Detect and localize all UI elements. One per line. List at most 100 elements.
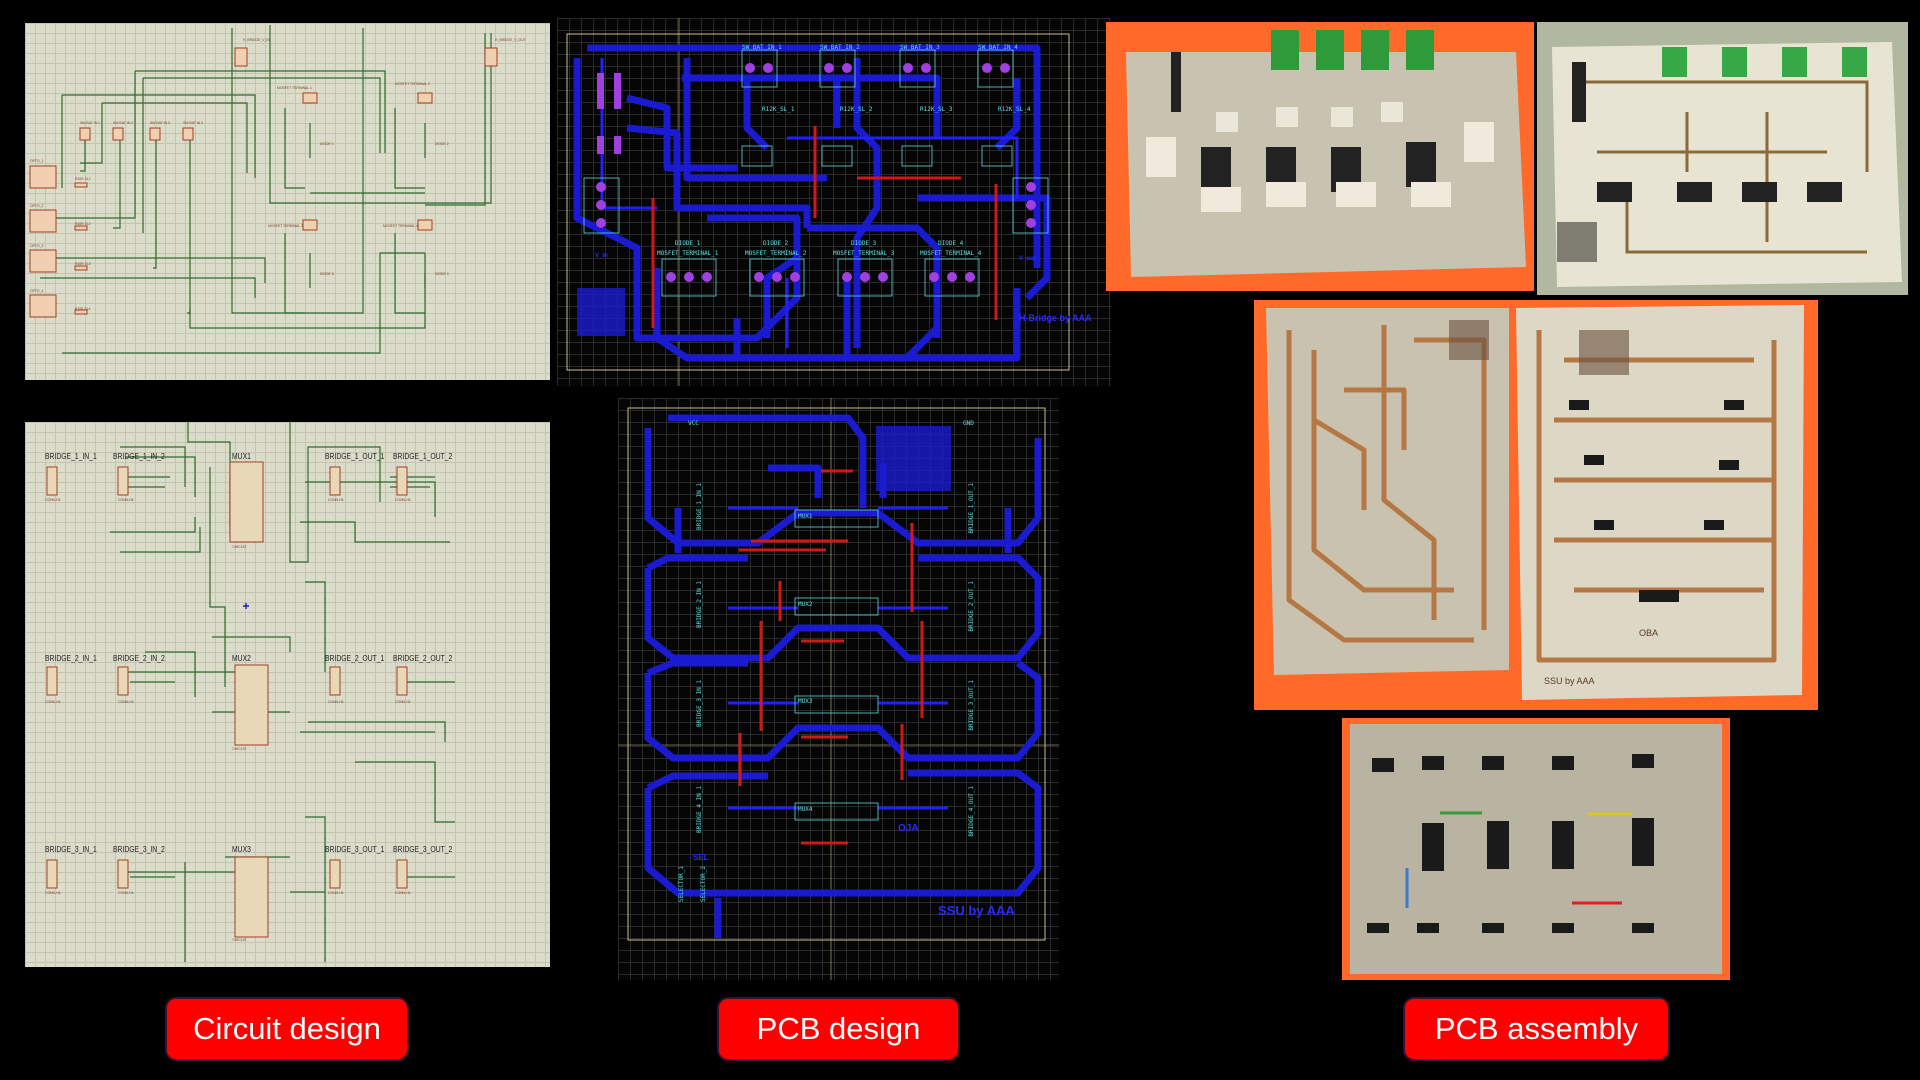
board-photo — [1266, 305, 1804, 700]
h-bridge-schematic: H_BRIDGE_V_IN H_BRIDGE_V_OUT SW BAT IN 1 SW… — [25, 23, 550, 380]
conn-part-label: CONN-H4 — [395, 890, 411, 895]
pcb-credit-label: SSU by AAA — [938, 903, 1015, 918]
conn-part-label: CONN-H4 — [45, 497, 61, 502]
photo-h-bridge-assembled — [1106, 22, 1534, 291]
schematic-out1-label: BRIDGE_2_OUT_1 — [325, 654, 385, 663]
photo-mux-assembled — [1342, 718, 1730, 980]
pcb-chip-label: MUX4 — [798, 806, 813, 813]
pcb-diode-label: DIODE_3 — [851, 240, 877, 247]
pcb-out-label: BRIDGE_2_OUT_1 — [968, 581, 975, 632]
schematic-in1-label: BRIDGE_2_IN_1 — [45, 654, 97, 663]
connector-label: SW BAT IN 2 — [113, 120, 133, 125]
conn-part-label: CONN-H4 — [45, 699, 61, 704]
pcb-chip-label: MUX1 — [798, 513, 813, 520]
pcb-sw-label: SW_BAT_IN_1 — [742, 44, 782, 51]
conn-part-label: CONN-H4 — [45, 890, 61, 895]
diode-label: DIODE 2 — [435, 141, 449, 146]
resistor-label: R10K SL3 — [75, 261, 91, 266]
schematic-wires — [29, 25, 498, 354]
pcb-mosfet-label: MOSFET_TERMINAL_4 — [920, 250, 982, 257]
board-photo — [1350, 724, 1722, 974]
conn-part-label: CONN-H4 — [328, 699, 344, 704]
pcb-vout-label: V_out — [1019, 256, 1036, 262]
chip-part-label: 74HC157 — [232, 937, 247, 942]
diode-label: DIODE 3 — [320, 271, 334, 276]
diode-label: DIODE 4 — [435, 271, 449, 276]
pcb-sw-label: SW_BAT_IN_3 — [900, 44, 940, 51]
connector-label: SW BAT IN 3 — [150, 120, 170, 125]
chip-part-label: 74HC157 — [232, 746, 247, 751]
pcb-vcc-label: VCC — [688, 420, 699, 427]
resistor-label: R10K SL1 — [75, 176, 91, 181]
conn-part-label: CONN-H4 — [328, 497, 344, 502]
connector-label: H_BRIDGE_V_OUT — [495, 37, 526, 42]
pcb-in-label: BRIDGE_3_IN_1 — [696, 680, 703, 727]
conn-part-label: CONN-H4 — [118, 890, 134, 895]
opto-label: OPTO_3 — [30, 243, 44, 248]
schematic-out2-label: BRIDGE_3_OUT_2 — [393, 845, 453, 854]
pcb-resistor-label: R12K_SL_4 — [998, 106, 1031, 113]
pcb-in-label: BRIDGE_2_IN_1 — [696, 581, 703, 628]
pcb-resistor-label: R12K_SL_2 — [840, 106, 873, 113]
mosfet-label: MOSFET TERMINAL 2 — [395, 81, 430, 86]
etched-credit-text: SSU by AAA — [1544, 676, 1595, 686]
board-photo — [1126, 30, 1526, 277]
pcb-design-caption: PCB design — [719, 999, 958, 1059]
pcb-diode-label: DIODE_2 — [763, 240, 789, 247]
pcb-assembly-caption: PCB assembly — [1405, 999, 1668, 1059]
pcb-in-label: BRIDGE_4_IN_1 — [696, 786, 703, 833]
pcb-in-label: BRIDGE_1_IN_1 — [696, 483, 703, 530]
pcb-diode-label: DIODE_1 — [675, 240, 701, 247]
opto-label: OPTO_4 — [30, 288, 44, 293]
pcb-credit-label: H-Bridge by AAA — [1019, 313, 1092, 323]
pcb-traces — [618, 398, 1059, 980]
circuit-design-caption: Circuit design — [167, 999, 407, 1059]
schematic-mux-label: MUX3 — [232, 845, 251, 854]
pcb-diode-label: DIODE_4 — [938, 240, 964, 247]
pcb-mark-label: OJA — [898, 823, 919, 834]
chip-part-label: 74HC157 — [232, 544, 247, 549]
mosfet-label: MOSFET TERMINAL 3 — [268, 223, 303, 228]
opto-label: OPTO_2 — [30, 203, 44, 208]
schematic-out2-label: BRIDGE_1_OUT_2 — [393, 452, 453, 461]
pcb-resistor-label: R12K_SL_3 — [920, 106, 953, 113]
pcb-mosfet-label: MOSFET_TERMINAL_2 — [745, 250, 807, 257]
photo-h-bridge-traces — [1537, 22, 1908, 295]
pcb-gnd-label: GND — [963, 420, 974, 427]
schematic-wires — [46, 422, 455, 962]
etched-mark-text: OBA — [1639, 628, 1659, 638]
schematic-mux-label: MUX2 — [232, 654, 251, 663]
connector-label: SW BAT IN 1 — [80, 120, 100, 125]
mosfet-label: MOSFET TERMINAL 1 — [277, 85, 312, 90]
pcb-chip-label: MUX3 — [798, 698, 813, 705]
connector-label: SW BAT IN 4 — [183, 120, 203, 125]
pcb-chip-label: MUX2 — [798, 601, 813, 608]
resistor-label: R10K SL2 — [75, 221, 91, 226]
schematic-mux-label: MUX1 — [232, 452, 251, 461]
pcb-mosfet-label: MOSFET_TERMINAL_3 — [833, 250, 895, 257]
pcb-mosfet-label: MOSFET_TERMINAL_1 — [657, 250, 719, 257]
conn-part-label: CONN-H4 — [118, 497, 134, 502]
schematic-in2-label: BRIDGE_3_IN_2 — [113, 845, 165, 854]
pcb-resistor-label: R12K_SL_1 — [762, 106, 795, 113]
schematic-out2-label: BRIDGE_2_OUT_2 — [393, 654, 453, 663]
pcb-vin-label: V_in — [595, 253, 608, 259]
pcb-selector-label: SELECTOR_2 — [700, 866, 707, 903]
schematic-out1-label: BRIDGE_1_OUT_1 — [325, 452, 385, 461]
connector-label: H_BRIDGE_V_IN — [243, 37, 270, 42]
pcb-selector-label: SELECTOR_1 — [678, 866, 685, 903]
pcb-sw-label: SW_BAT_IN_4 — [978, 44, 1018, 51]
schematic-in1-label: BRIDGE_1_IN_1 — [45, 452, 97, 461]
resistor-label: R10K SL4 — [75, 306, 91, 311]
schematic-in2-label: BRIDGE_2_IN_2 — [113, 654, 165, 663]
mux-schematic: BRIDGE_1_IN_1 BRIDGE_1_IN_2 MUX1 BRIDGE_1_O… — [25, 422, 550, 967]
board-photo — [1537, 22, 1908, 295]
mosfet-label: MOSFET TERMINAL 4 — [383, 223, 418, 228]
schematic-in1-label: BRIDGE_3_IN_1 — [45, 845, 97, 854]
conn-part-label: CONN-H4 — [328, 890, 344, 895]
opto-label: OPTO_1 — [30, 158, 44, 163]
pcb-sw-label: SW_BAT_IN_2 — [820, 44, 860, 51]
pcb-traces — [566, 18, 1070, 386]
schematic-in2-label: BRIDGE_1_IN_2 — [113, 452, 165, 461]
